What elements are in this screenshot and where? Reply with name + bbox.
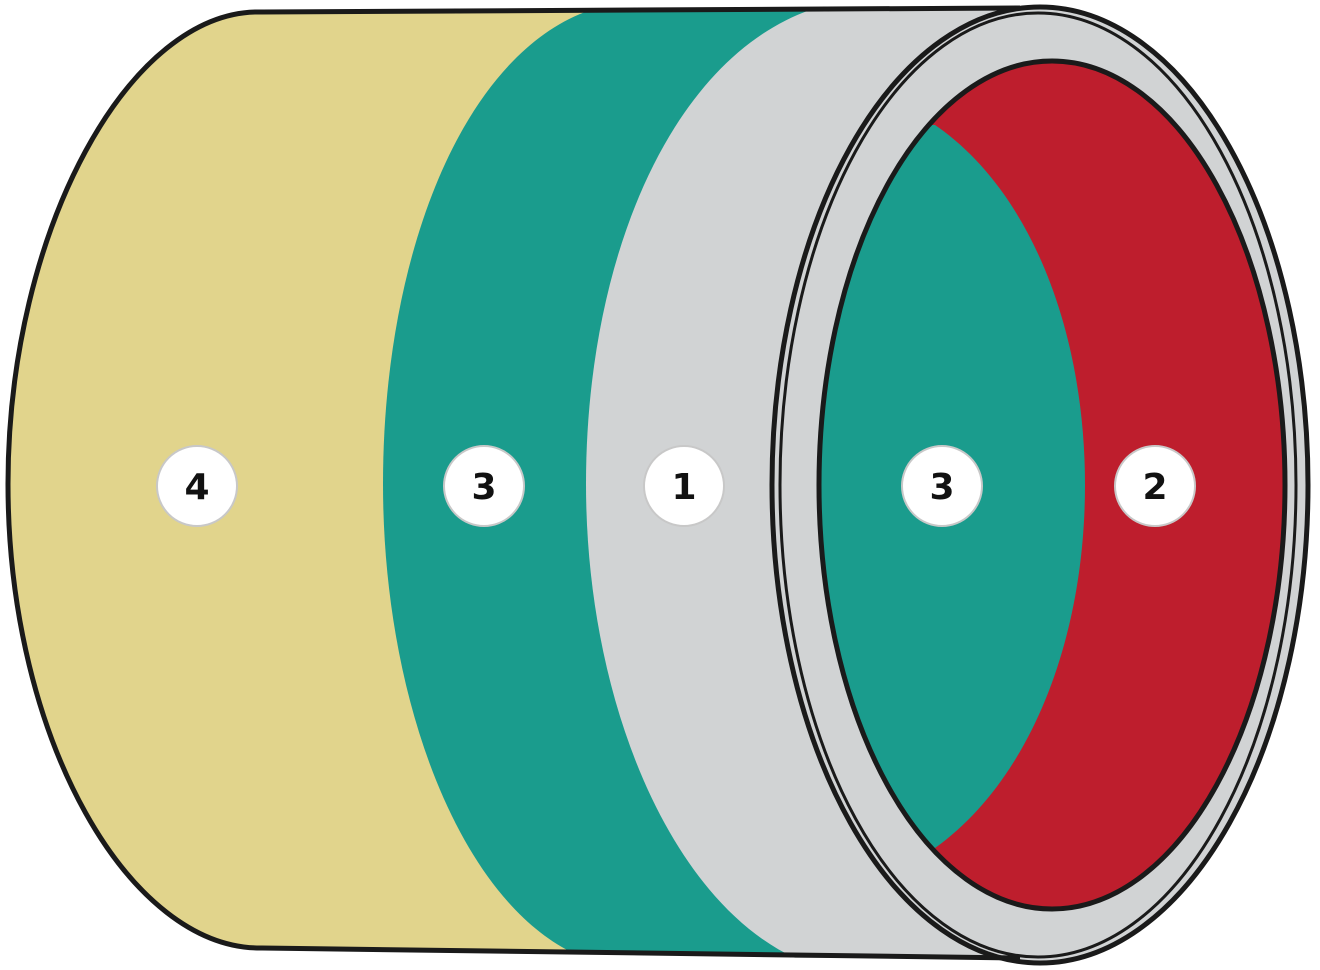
badge-label-4: 4 xyxy=(184,467,209,508)
badge-label-1: 1 xyxy=(671,467,696,508)
badge-layer-3-inner: 3 xyxy=(901,445,983,527)
badge-layer-1: 1 xyxy=(643,445,725,527)
badge-label-3-outer: 3 xyxy=(471,467,496,508)
body-outline xyxy=(5,5,1021,961)
badge-label-2: 2 xyxy=(1142,467,1167,508)
badge-layer-2: 2 xyxy=(1114,445,1196,527)
bore-edge-outer xyxy=(816,58,1288,912)
badge-layer-4: 4 xyxy=(156,445,238,527)
badge-label-3-inner: 3 xyxy=(929,467,954,508)
badge-layer-3-outer: 3 xyxy=(443,445,525,527)
front-rim-back-edge xyxy=(778,11,1298,959)
